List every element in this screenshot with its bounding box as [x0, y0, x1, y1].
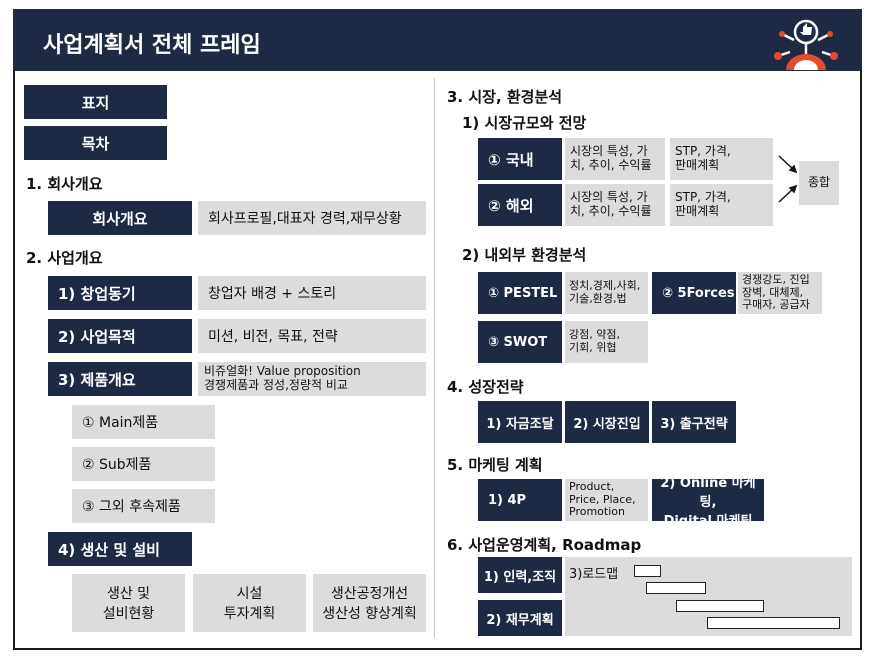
product-item: ③ 그외 후속제품: [72, 489, 215, 523]
production-item: 생산공정개선 생산성 향상계획: [313, 574, 426, 632]
finance-box: 2) 재무계획: [478, 600, 562, 636]
section-3-heading: 3. 시장, 환경분석: [447, 88, 563, 106]
online-marketing-box: 2) Online 마케팅, Digital 마케팅: [652, 476, 764, 529]
section-1-heading: 1. 회사개요: [26, 175, 103, 193]
roadmap-bar: [634, 565, 661, 577]
section-6-heading: 6. 사업운영계획, Roadmap: [447, 536, 642, 554]
header-bar: 사업계획서 전체 프레임: [13, 9, 862, 71]
swot-desc: 강점, 약점, 기회, 위협: [565, 321, 648, 363]
section-5-heading: 5. 마케팅 계획: [447, 456, 543, 474]
roadmap-bar: [676, 600, 764, 612]
product-item: ① Main제품: [72, 405, 215, 439]
roadmap-label: 3)로드맵: [569, 567, 619, 582]
growth-item: 2) 시장진입: [565, 401, 649, 443]
company-overview-desc: 회사프로필,대표자 경력,재무상황: [198, 201, 426, 235]
product-desc: 비쥬얼화! Value proposition 경쟁제품과 정성,정량적 비교: [198, 362, 426, 396]
section-4-heading: 4. 성장전략: [447, 378, 524, 396]
company-overview-box: 회사개요: [48, 201, 192, 235]
roadmap-bar: [707, 617, 840, 629]
product-item: ② Sub제품: [72, 447, 215, 481]
4p-box: 1) 4P: [478, 479, 562, 521]
production-item: 시설 투자계획: [193, 574, 306, 632]
purpose-desc: 미션, 비전, 목표, 전략: [198, 319, 426, 353]
market-size-heading: 1) 시장규모와 전망: [462, 114, 587, 132]
production-item: 생산 및 설비현황: [72, 574, 185, 632]
environment-heading: 2) 내외부 환경분석: [462, 246, 587, 264]
toc-box: 목차: [24, 126, 167, 160]
summary-box: 종합: [799, 161, 839, 205]
column-divider: [434, 78, 435, 638]
domestic-plan: STP, 가격, 판매계획: [670, 138, 773, 180]
overseas-plan: STP, 가격, 판매계획: [670, 184, 773, 226]
cover-box: 표지: [24, 85, 167, 119]
domestic-box: ① 국내: [478, 138, 562, 180]
section-2-heading: 2. 사업개요: [26, 249, 103, 267]
production-box: 4) 생산 및 설비: [48, 532, 192, 566]
5forces-box: ② 5Forces: [652, 272, 736, 314]
motive-box: 1) 창업동기: [48, 276, 192, 310]
pestel-box: ① PESTEL: [478, 272, 562, 314]
hr-box: 1) 인력,조직: [478, 557, 562, 593]
arrow-icon: [778, 155, 798, 203]
page-title: 사업계획서 전체 프레임: [43, 33, 261, 58]
domestic-desc: 시장의 특성, 가 치, 추이, 수익률: [565, 138, 665, 180]
5forces-desc: 경쟁강도, 진입 장벽, 대체제, 구매자, 공급자: [738, 272, 822, 314]
purpose-box: 2) 사업목적: [48, 319, 192, 353]
growth-item: 1) 자금조달: [478, 401, 562, 443]
4p-desc: Product, Price, Place, Promotion: [565, 479, 648, 521]
growth-item: 3) 출구전략: [652, 401, 736, 443]
swot-box: ③ SWOT: [478, 321, 562, 363]
pestel-desc: 정치,경제,사회, 기술,환경,법: [565, 272, 648, 314]
overseas-box: ② 해외: [478, 184, 562, 226]
roadmap-bar: [646, 582, 706, 594]
thumbs-up-network-icon: [774, 19, 838, 70]
product-box: 3) 제품개요: [48, 362, 192, 396]
overseas-desc: 시장의 특성, 가 치, 추이, 수익률: [565, 184, 665, 226]
motive-desc: 창업자 배경 + 스토리: [198, 276, 426, 310]
